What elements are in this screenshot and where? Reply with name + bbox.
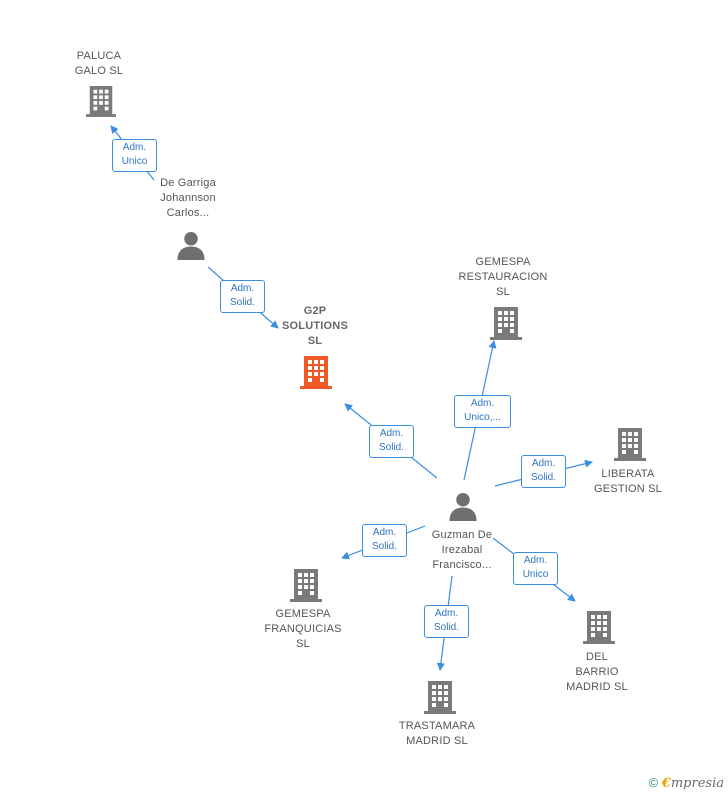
copyright-footer: © €mpresia xyxy=(649,775,724,791)
edge-label-e4[interactable]: Adm. Solid. xyxy=(369,425,414,458)
guzman-person-icon[interactable] xyxy=(449,492,477,521)
edge-label-e7[interactable]: Adm. Unico xyxy=(513,552,558,585)
del-barrio-label[interactable]: DEL BARRIO MADRID SL xyxy=(566,651,628,693)
guzman-label[interactable]: Guzman De Irezabal Francisco... xyxy=(431,529,493,571)
edge-label-e3[interactable]: Adm. Unico,... xyxy=(454,395,511,428)
edge-label-e5[interactable]: Adm. Solid. xyxy=(521,455,566,488)
paluca-label[interactable]: PALUCA GALO SL xyxy=(74,50,124,77)
trastamara-label[interactable]: TRASTAMARA MADRID SL xyxy=(398,720,476,747)
gemespa-restauracion-label[interactable]: GEMESPA RESTAURACION SL xyxy=(458,256,548,298)
liberata-building-icon[interactable] xyxy=(614,428,646,461)
de-garriga-person-icon[interactable] xyxy=(177,231,205,260)
edge-label-e6[interactable]: Adm. Solid. xyxy=(362,524,407,557)
g2p-building-icon[interactable] xyxy=(300,356,332,389)
liberata-label[interactable]: LIBERATA GESTION SL xyxy=(593,468,663,495)
gemespa-restauracion-building-icon[interactable] xyxy=(490,307,522,340)
g2p-label[interactable]: G2P SOLUTIONS SL xyxy=(282,305,348,347)
gemespa-franquicias-building-icon[interactable] xyxy=(290,569,322,602)
del-barrio-building-icon[interactable] xyxy=(583,611,615,644)
brand-initial: € xyxy=(661,776,671,791)
empresia-logo[interactable]: €mpresia xyxy=(662,776,724,791)
brand-rest: mpresia xyxy=(670,776,724,791)
edge-label-e1[interactable]: Adm. Unico xyxy=(112,139,157,172)
edge-label-e8[interactable]: Adm. Solid. xyxy=(424,605,469,638)
gemespa-franquicias-label[interactable]: GEMESPA FRANQUICIAS SL xyxy=(264,608,342,650)
paluca-building-icon[interactable] xyxy=(86,86,116,117)
edge-label-e2[interactable]: Adm. Solid. xyxy=(220,280,265,313)
trastamara-building-icon[interactable] xyxy=(424,681,456,714)
de-garriga-label[interactable]: De Garriga Johannson Carlos... xyxy=(160,177,216,219)
copyright-icon: © xyxy=(648,775,659,790)
